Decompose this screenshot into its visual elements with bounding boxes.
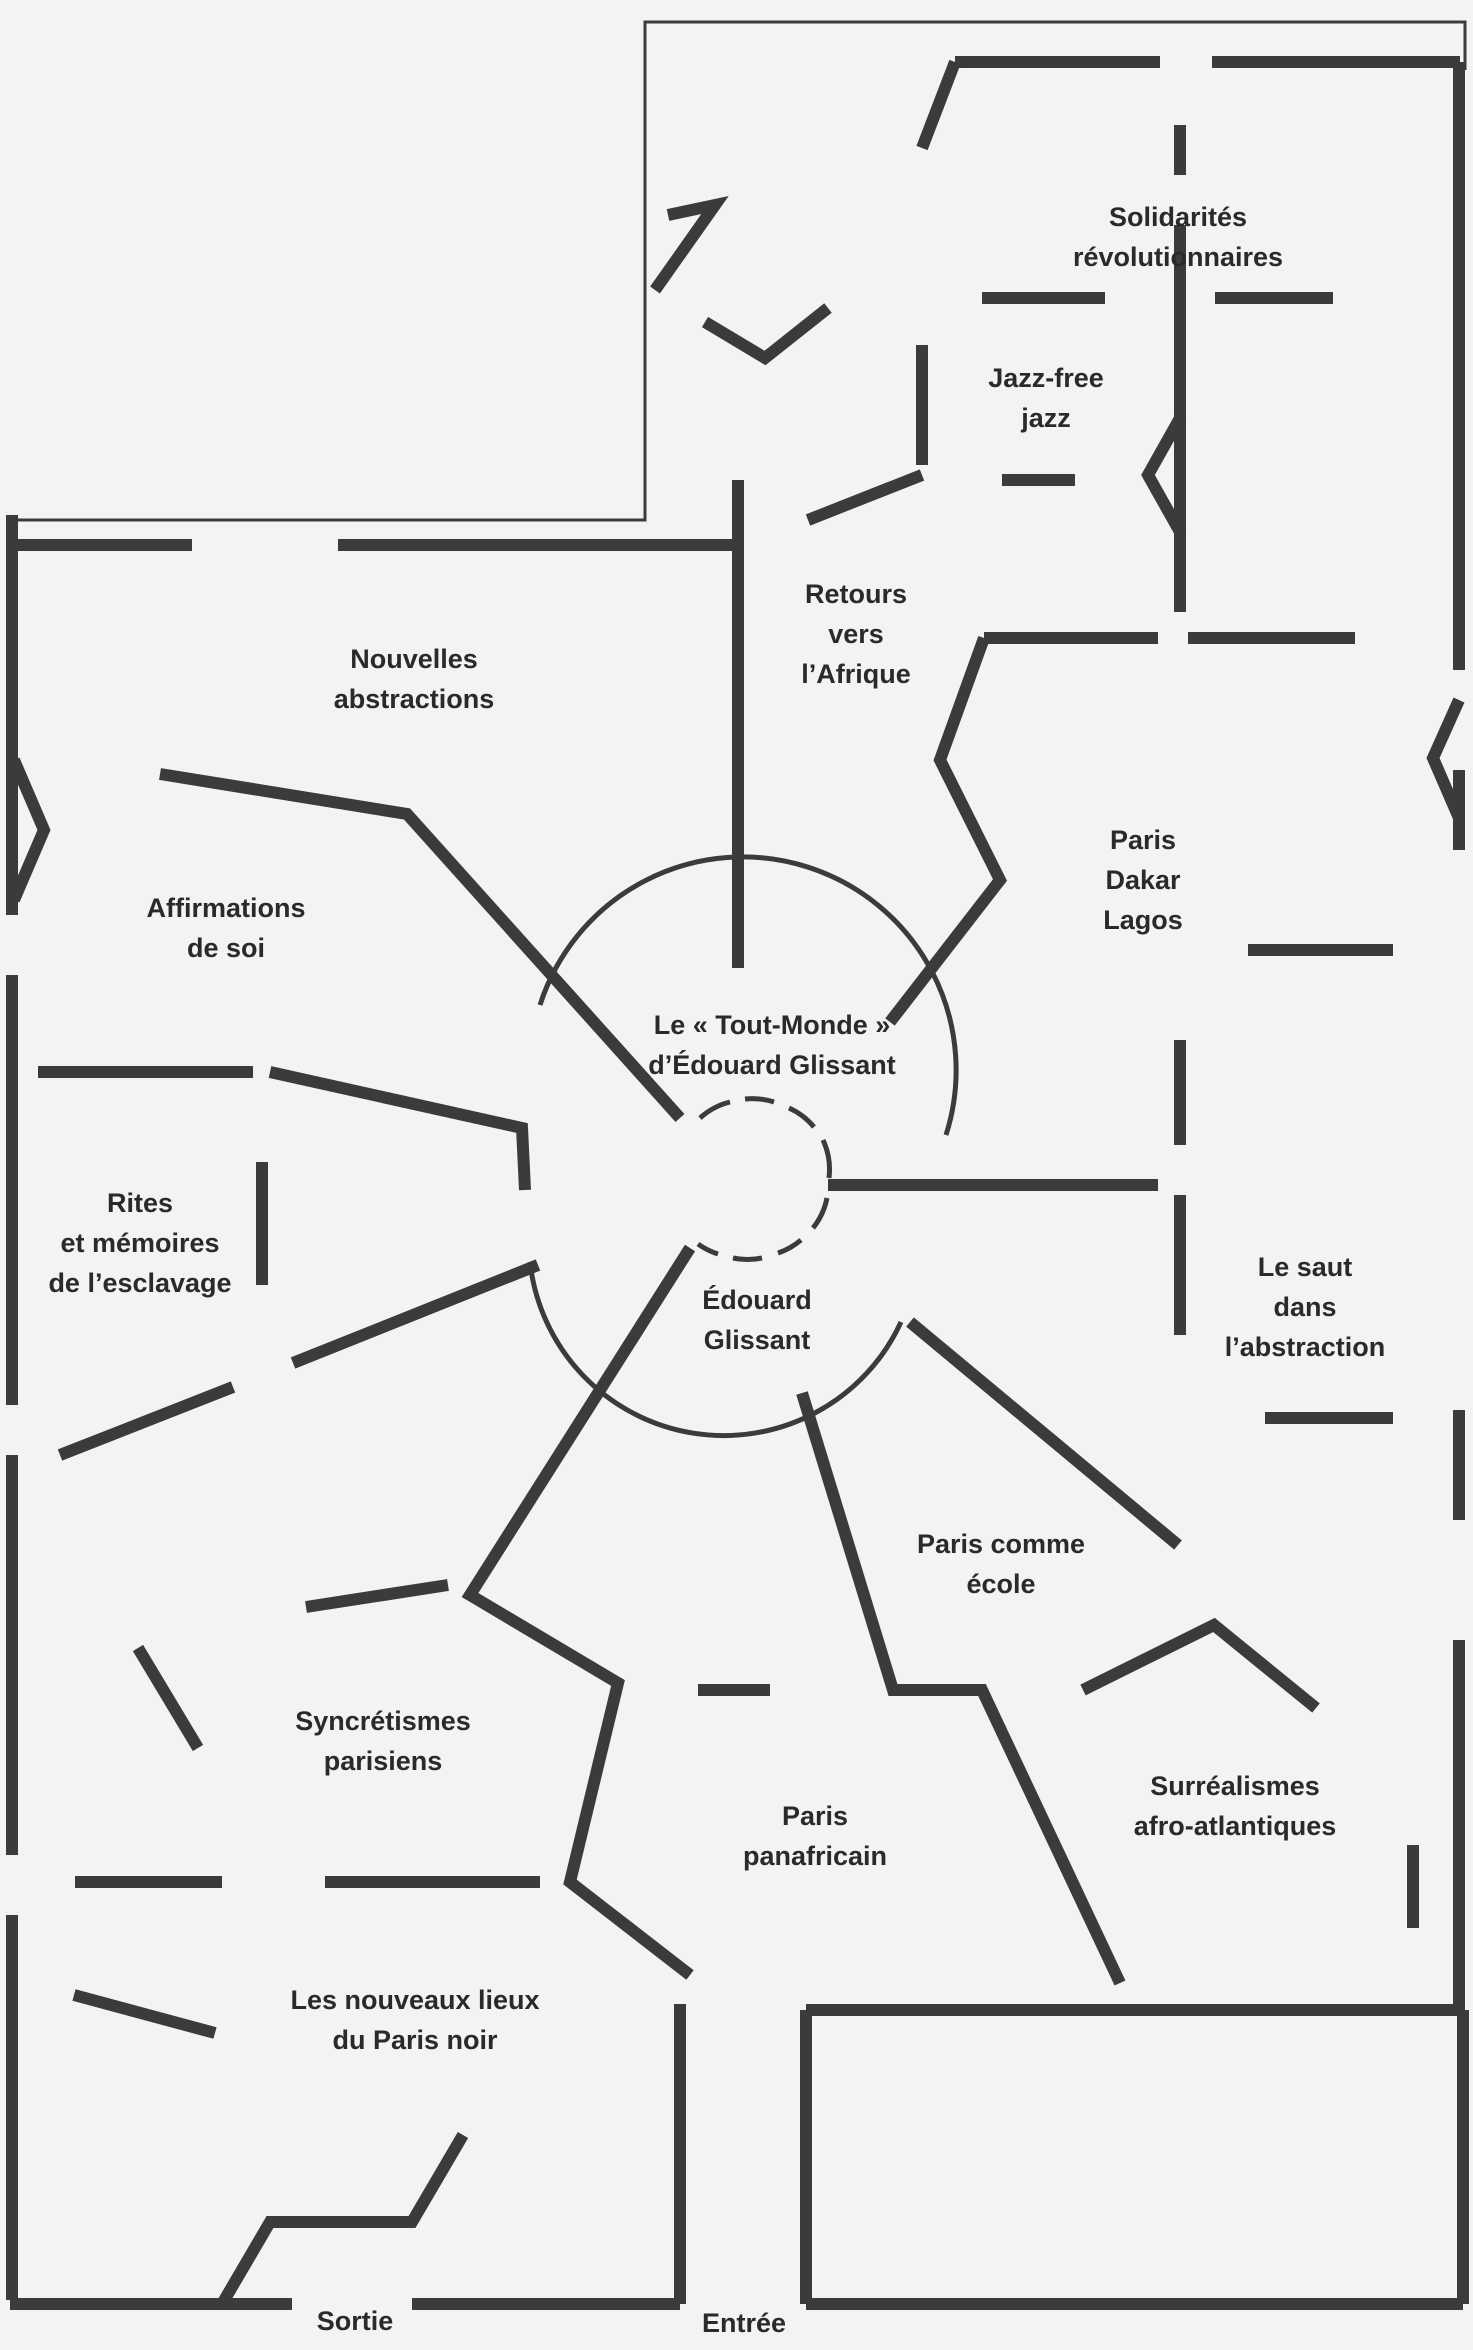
annex-outline — [12, 20, 1467, 522]
upper-walls — [650, 59, 1355, 1026]
entrance-label: Entrée — [701, 2308, 787, 2338]
room-surrealismes-afro-atlantiques: Surréalismes afro-atlantiques — [1133, 1771, 1337, 1841]
room-retours-vers-lafrique: Retours vers l’Afrique — [801, 579, 911, 689]
room-rites-et-memoires: Rites et mémoires de l’esclavage — [48, 1188, 232, 1298]
central-rotunda — [527, 854, 959, 1439]
exit-label: Sortie — [316, 2306, 394, 2336]
room-nouveaux-lieux-paris-noir: Les nouveaux lieux du Paris noir — [290, 1985, 540, 2055]
room-tout-monde: Le « Tout-Monde » d’Édouard Glissant — [648, 1010, 896, 1080]
room-paris-dakar-lagos: Paris Dakar Lagos — [1103, 825, 1183, 935]
room-affirmations-de-soi: Affirmations de soi — [146, 893, 306, 963]
left-walls — [38, 768, 696, 2308]
room-syncretismes-parisiens: Syncrétismes parisiens — [295, 1706, 471, 1776]
room-paris-comme-ecole: Paris comme école — [916, 1529, 1086, 1599]
outer-walls — [6, 56, 1469, 2310]
room-paris-panafricain: Paris panafricain — [742, 1801, 888, 1871]
room-edouard-glissant: Édouard Glissant — [702, 1285, 812, 1355]
room-le-saut-dans-labstraction: Le saut dans l’abstraction — [1224, 1252, 1386, 1362]
right-walls — [698, 944, 1419, 1986]
room-jazz-free-jazz: Jazz-free jazz — [988, 363, 1104, 433]
room-solidarites-revolutionnaires: Solidarités révolutionnaires — [1072, 202, 1284, 272]
room-nouvelles-abstractions: Nouvelles abstractions — [333, 644, 495, 714]
